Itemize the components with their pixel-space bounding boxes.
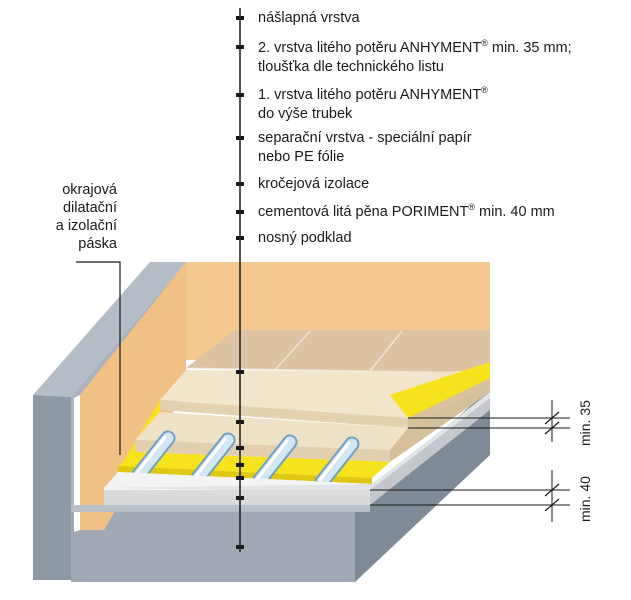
tick <box>236 545 244 549</box>
tick <box>236 420 244 424</box>
tick <box>236 210 244 214</box>
layer-label-3: separační vrstva - speciální papír <box>258 130 472 146</box>
layer-label-2-line2: do výše trubek <box>258 106 353 122</box>
pipe <box>190 432 236 486</box>
screed-1-top <box>135 412 408 450</box>
tick <box>236 476 244 480</box>
edge-strip-leader <box>76 261 121 455</box>
edge-strip <box>74 395 80 532</box>
base-layer <box>71 505 370 512</box>
layer-label-0: nášlapná vrstva <box>258 10 360 26</box>
poriment-side <box>370 398 490 505</box>
tile-joint <box>369 330 403 372</box>
pipe <box>314 436 360 490</box>
edge-strip-label-line: okrajová <box>62 182 118 198</box>
tick <box>236 93 244 97</box>
dimension-40: min. 40 <box>370 470 593 522</box>
left-wall-front <box>33 395 71 580</box>
screed-1-side <box>390 380 490 462</box>
layer-labels: nášlapná vrstva 2. vrstva litého potěru … <box>258 10 572 246</box>
tick <box>236 136 244 140</box>
edge-strip-label-line: dilatační <box>63 200 117 216</box>
slab-front <box>71 510 355 582</box>
dimension-40-label: min. 40 <box>577 476 593 522</box>
tick <box>236 236 244 240</box>
pipe <box>130 430 176 484</box>
layer-label-5: cementová litá pěna PORIMENT® min. 40 mm <box>258 202 555 220</box>
screed-2-front <box>160 400 408 428</box>
pipe <box>252 434 298 488</box>
tick <box>236 463 244 467</box>
edge-strip-label: okrajová dilatační a izolační páska <box>56 182 121 455</box>
layer-label-6: nosný podklad <box>258 230 352 246</box>
tick <box>236 45 244 49</box>
tile-layer <box>185 330 490 373</box>
separation-layer-front <box>118 466 372 484</box>
tile-joint <box>274 330 311 371</box>
edge-strip-label-line: a izolační <box>56 218 117 234</box>
heating-pipes <box>130 430 360 490</box>
tick <box>236 16 244 20</box>
layer-label-2: 1. vrstva litého potěru ANHYMENT® <box>258 85 488 103</box>
tick <box>236 182 244 186</box>
layer-label-1-line2: tloušťka dle technického listu <box>258 59 444 75</box>
tick <box>236 370 244 374</box>
left-wall-orange <box>80 262 186 530</box>
left-wall-top <box>33 262 186 397</box>
layer-label-3-line2: nebo PE fólie <box>258 149 344 165</box>
layer-marker-line <box>236 8 244 552</box>
edge-strip-label-line: páska <box>78 236 118 252</box>
tile-joint <box>185 367 439 373</box>
layer-label-4: kročejová izolace <box>258 176 369 192</box>
layer-label-1: 2. vrstva litého potěru ANHYMENT® min. 3… <box>258 38 572 56</box>
dimension-35: min. 35 <box>408 400 593 446</box>
yellow-edge-strip-back <box>390 362 490 418</box>
tile-surface <box>186 330 490 372</box>
tick <box>236 446 244 450</box>
screed-1-front <box>135 440 390 462</box>
dimension-35-label: min. 35 <box>577 400 593 446</box>
tick <box>236 496 244 500</box>
